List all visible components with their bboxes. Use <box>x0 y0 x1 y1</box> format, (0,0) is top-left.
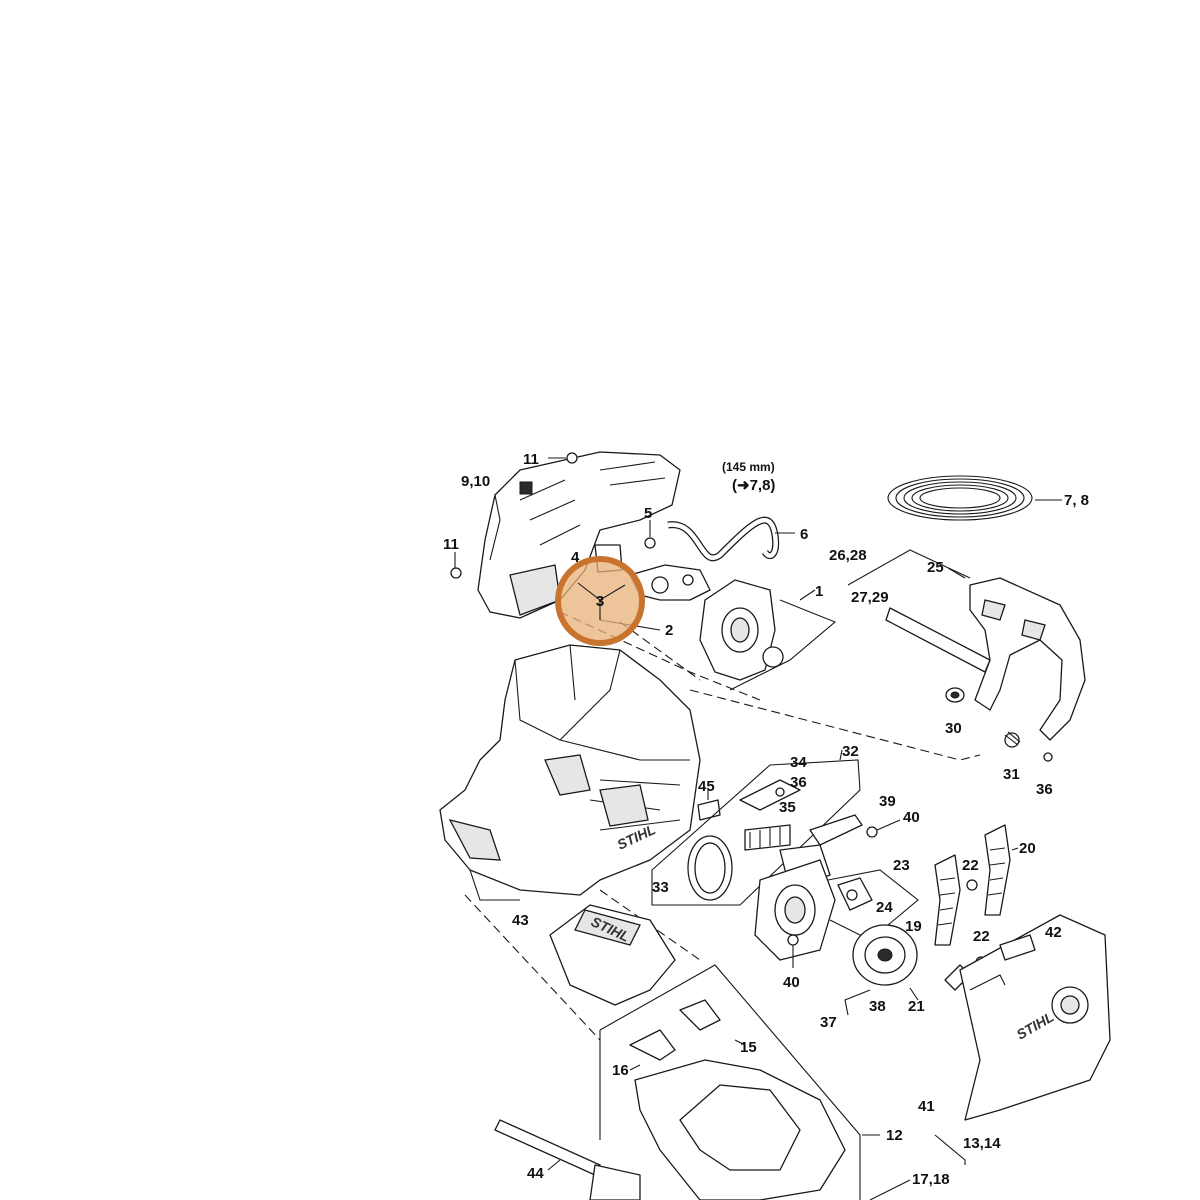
screw-part-11-left <box>450 552 462 579</box>
callout-9-10: 9,10 <box>461 473 490 490</box>
callout-31: 31 <box>1003 766 1020 783</box>
callout-2: 2 <box>665 622 673 639</box>
callout-1: 1 <box>815 583 823 600</box>
callout-41: 41 <box>918 1098 935 1115</box>
leader-13-14 <box>934 1134 966 1165</box>
screw-part-5 <box>644 520 656 549</box>
bumper-spike-part-20 <box>984 824 1019 916</box>
hose-length-note: (145 mm) <box>722 460 775 474</box>
callout-25: 25 <box>927 559 944 576</box>
rod-part-44 <box>494 1119 641 1200</box>
callout-44: 44 <box>527 1165 544 1182</box>
callout-6: 6 <box>800 526 808 543</box>
callout-40-bottom: 40 <box>783 974 800 991</box>
bushing-part-30 <box>945 687 965 703</box>
hose-ref-note: (➜7,8) <box>732 477 775 494</box>
callout-7-8: 7, 8 <box>1064 492 1089 509</box>
callout-labels: 11 9,10 11 4 5 6 (145 mm) (➜7,8) 7, 8 2 … <box>443 451 1089 1188</box>
callout-4: 4 <box>571 549 580 566</box>
callout-32: 32 <box>842 743 859 760</box>
callout-37: 37 <box>820 1014 837 1031</box>
callout-24: 24 <box>876 899 893 916</box>
callout-11-top: 11 <box>523 451 539 468</box>
callout-40-top: 40 <box>903 809 920 826</box>
spring-part-31 <box>1004 731 1021 748</box>
coiled-line-part-7-8 <box>887 475 1062 521</box>
callout-35: 35 <box>779 799 796 816</box>
callout-22-bottom: 22 <box>973 928 990 945</box>
callout-23: 23 <box>893 857 910 874</box>
rod-part-26-29 <box>847 549 991 673</box>
screw-part-22-top <box>966 879 978 891</box>
callout-17-18: 17,18 <box>912 1171 950 1188</box>
highlight-part-3[interactable]: 3 <box>555 556 645 646</box>
brake-group-part-32 <box>651 749 861 906</box>
callout-26-28: 26,28 <box>829 547 867 564</box>
adjuster-part-24 <box>837 877 873 911</box>
highlight-label: 3 <box>596 593 604 610</box>
callout-34: 34 <box>790 754 807 771</box>
callout-13-14: 13,14 <box>963 1135 1001 1152</box>
screw-part-40-bottom <box>787 934 799 968</box>
callout-38: 38 <box>869 998 886 1015</box>
clip-part-36-right <box>1043 752 1053 762</box>
part-17-18 <box>869 1179 911 1200</box>
sprocket-part-37-38 <box>844 924 919 1016</box>
callout-45: 45 <box>698 778 715 795</box>
shroud-part-9-10 <box>477 451 681 619</box>
callout-15: 15 <box>740 1039 757 1056</box>
callout-39: 39 <box>879 793 896 810</box>
callout-42: 42 <box>1045 924 1062 941</box>
callout-27-29: 27,29 <box>851 589 889 606</box>
callout-36-right: 36 <box>1036 781 1053 798</box>
screw-part-40-top <box>866 819 901 838</box>
callout-36-left: 36 <box>790 774 807 791</box>
callout-20: 20 <box>1019 840 1036 857</box>
hose-part-6 <box>667 516 795 562</box>
callout-5: 5 <box>644 505 652 522</box>
callout-16: 16 <box>612 1062 629 1079</box>
callout-12: 12 <box>886 1127 903 1144</box>
callout-21: 21 <box>908 998 925 1015</box>
callout-11-left: 11 <box>443 536 459 553</box>
starter-part-1 <box>699 579 837 691</box>
callout-19: 19 <box>905 918 922 935</box>
plate-part-23 <box>754 859 919 961</box>
callout-43: 43 <box>512 912 529 929</box>
crankcase-housing: STIHL <box>439 644 701 901</box>
callout-30: 30 <box>945 720 962 737</box>
nut-part-42 <box>999 934 1036 961</box>
top-cover-part-43: STIHL <box>549 904 676 1006</box>
sprocket-cover-part-41: STIHL <box>959 914 1111 1121</box>
callout-22-top: 22 <box>962 857 979 874</box>
handle-housing-group <box>599 964 880 1200</box>
callout-33: 33 <box>652 879 669 896</box>
screw-part-11-top <box>548 452 578 464</box>
bumper-spike-part-19 <box>934 854 961 946</box>
